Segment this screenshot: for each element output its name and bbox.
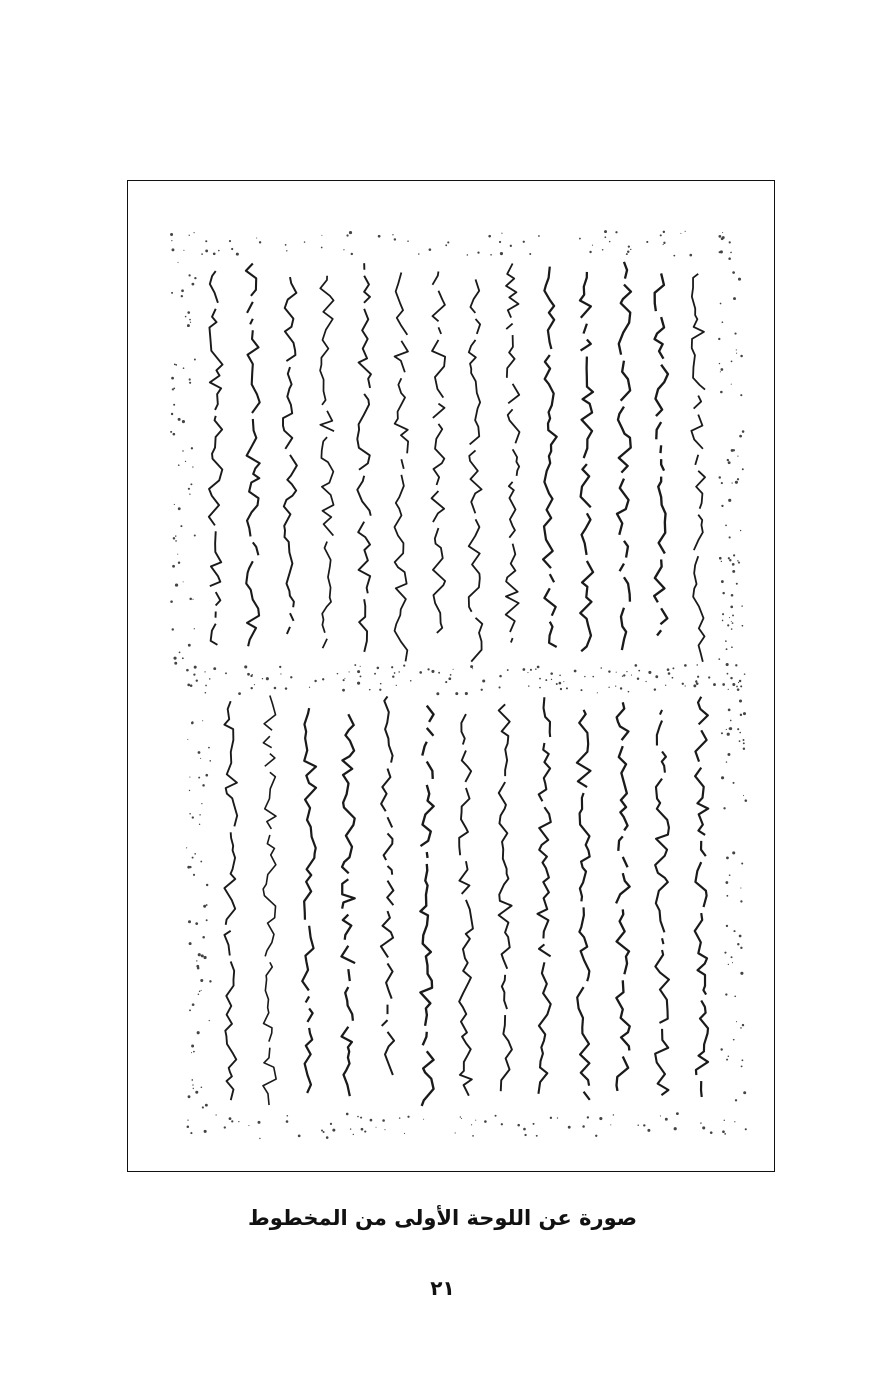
manuscript-line xyxy=(381,696,394,1081)
manuscript-line xyxy=(356,263,372,653)
manuscript-line xyxy=(302,708,316,1099)
manuscript-line xyxy=(224,701,237,1106)
manuscript-image-frame xyxy=(127,180,775,1172)
manuscript-line xyxy=(459,714,473,1102)
manuscript-scan-image xyxy=(170,230,748,1140)
manuscript-line xyxy=(244,262,261,647)
page-number: ٢١ xyxy=(430,1276,455,1300)
manuscript-line xyxy=(615,702,631,1092)
manuscript-line xyxy=(580,272,593,657)
manuscript-line xyxy=(419,704,435,1107)
manuscript-line xyxy=(504,263,521,643)
manuscript-line xyxy=(497,703,513,1092)
manuscript-line xyxy=(654,709,670,1096)
manuscript-line xyxy=(393,272,410,662)
manuscript-line xyxy=(283,277,297,640)
manuscript-line xyxy=(467,279,484,663)
manuscript-line xyxy=(536,697,552,1094)
manuscript-folio-bottom xyxy=(186,664,748,1140)
manuscript-line xyxy=(209,271,223,651)
manuscript-line xyxy=(652,273,670,637)
manuscript-line xyxy=(693,696,710,1098)
manuscript-line xyxy=(615,261,633,651)
manuscript-line xyxy=(340,713,356,1097)
manuscript-line xyxy=(262,695,277,1106)
manuscript-line xyxy=(430,271,447,634)
manuscript-line xyxy=(320,276,334,654)
manuscript-line xyxy=(543,267,557,653)
manuscript-line xyxy=(690,273,706,663)
manuscript-line xyxy=(575,709,592,1101)
figure-caption: صورة عن اللوحة الأولى من المخطوط xyxy=(247,1206,638,1230)
manuscript-folio-top xyxy=(170,230,745,696)
